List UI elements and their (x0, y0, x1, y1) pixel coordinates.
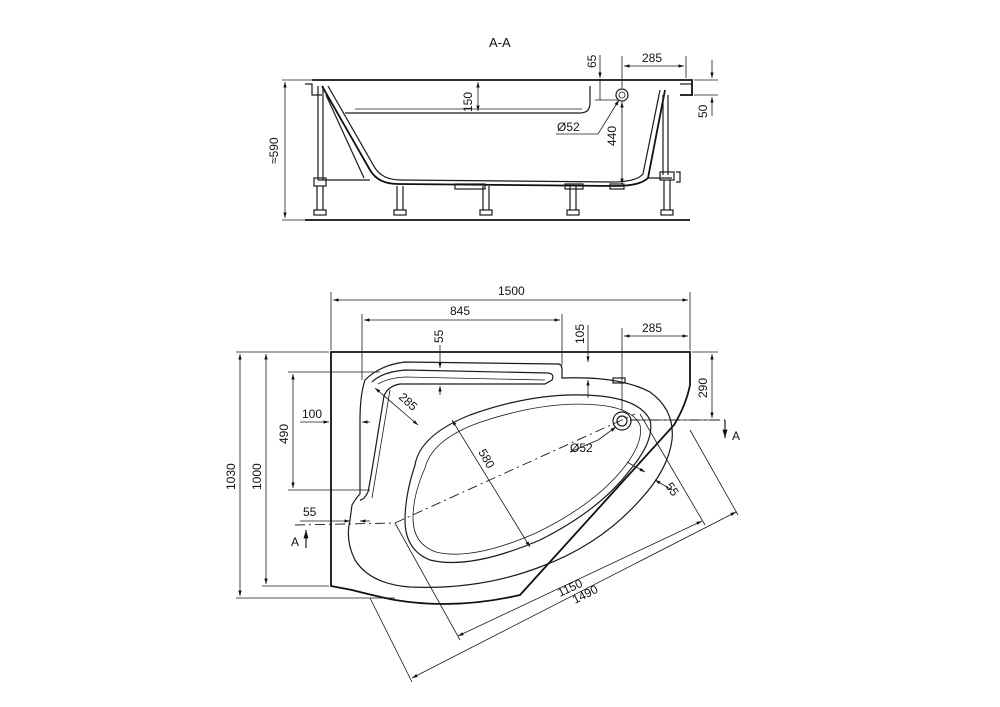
dim-1150: 1150 (394, 413, 706, 641)
tub-shell-outer (321, 85, 666, 187)
section-title: A-A (489, 35, 511, 50)
dim-100: 100 (300, 407, 370, 424)
dim-105: 105 (573, 324, 590, 398)
dim-65: 65 (585, 54, 618, 101)
frame-legs (313, 86, 681, 216)
dim-285: 285 (621, 51, 687, 88)
dim-50-label: 50 (696, 104, 710, 118)
drain-outer-icon (612, 411, 632, 431)
dim-52-section: Ø52 (556, 99, 620, 135)
dim-150: 150 (461, 82, 480, 112)
armrest-contour (359, 369, 554, 501)
tub-ledge (345, 86, 591, 114)
dim-52-plan: Ø52 (569, 426, 617, 455)
dim-50: 50 (694, 60, 718, 118)
dim-590-label: ≈590 (267, 137, 281, 164)
dim-150-label: 150 (461, 92, 475, 112)
dim-1000: 1000 (250, 354, 329, 587)
dim-490: 490 (277, 371, 380, 491)
dim-55-top-label: 55 (432, 329, 446, 343)
dim-285-corner-label: 285 (396, 390, 420, 414)
dim-52-plan-label: Ø52 (570, 441, 593, 455)
dim-55-right-label: 55 (663, 480, 682, 499)
dim-52-section-label: Ø52 (557, 120, 580, 134)
dim-580: 580 (451, 419, 531, 548)
overflow-inner (618, 91, 626, 99)
dim-590: ≈590 (267, 79, 318, 221)
overflow-slot (612, 377, 626, 384)
dim-845-label: 845 (450, 304, 470, 318)
armrest-edge (371, 389, 391, 499)
dim-440-label: 440 (605, 126, 619, 146)
dim-440: 440 (605, 102, 624, 184)
section-marker-left: A (291, 530, 309, 549)
dim-55-top: 55 (432, 329, 446, 395)
dim-845: 845 (361, 304, 563, 380)
tub-inner-rim (347, 361, 673, 588)
dim-55-left: 55 (300, 505, 370, 523)
tub-rim (312, 79, 693, 96)
dim-580-label: 580 (475, 447, 497, 472)
dim-490-label: 490 (277, 424, 291, 444)
overflow-outer (615, 88, 629, 102)
dim-290: 290 (632, 351, 718, 421)
dim-285-label: 285 (642, 51, 662, 65)
section-marker-right-label: A (732, 429, 740, 443)
rim-left-edge (305, 83, 322, 96)
dim-1500: 1500 (330, 284, 691, 350)
section-marker-left-label: A (291, 535, 299, 549)
dim-1000-label: 1000 (250, 463, 264, 490)
dim-285-top-label: 285 (642, 321, 662, 335)
section-marker-right: A (722, 420, 740, 443)
armrest-inner (377, 376, 546, 385)
center-axis (394, 413, 636, 524)
tub-shell-inner (327, 85, 661, 183)
dim-55-left-label: 55 (303, 505, 317, 519)
dim-1030: 1030 (224, 351, 395, 599)
section-view: A-A (267, 35, 718, 221)
plan-view: 1500 845 55 105 285 (224, 284, 740, 683)
dim-290-label: 290 (696, 378, 710, 398)
dim-1500-label: 1500 (498, 284, 525, 298)
dim-1030-label: 1030 (224, 463, 238, 490)
dim-100-label: 100 (302, 407, 322, 421)
basin-outer (404, 394, 652, 564)
section-line-left (294, 522, 396, 526)
dim-105-label: 105 (573, 324, 587, 344)
dim-285-top: 285 (621, 321, 688, 410)
drain-inner-icon (616, 415, 628, 427)
dim-65-label: 65 (585, 54, 599, 68)
tub-outline (330, 351, 691, 605)
